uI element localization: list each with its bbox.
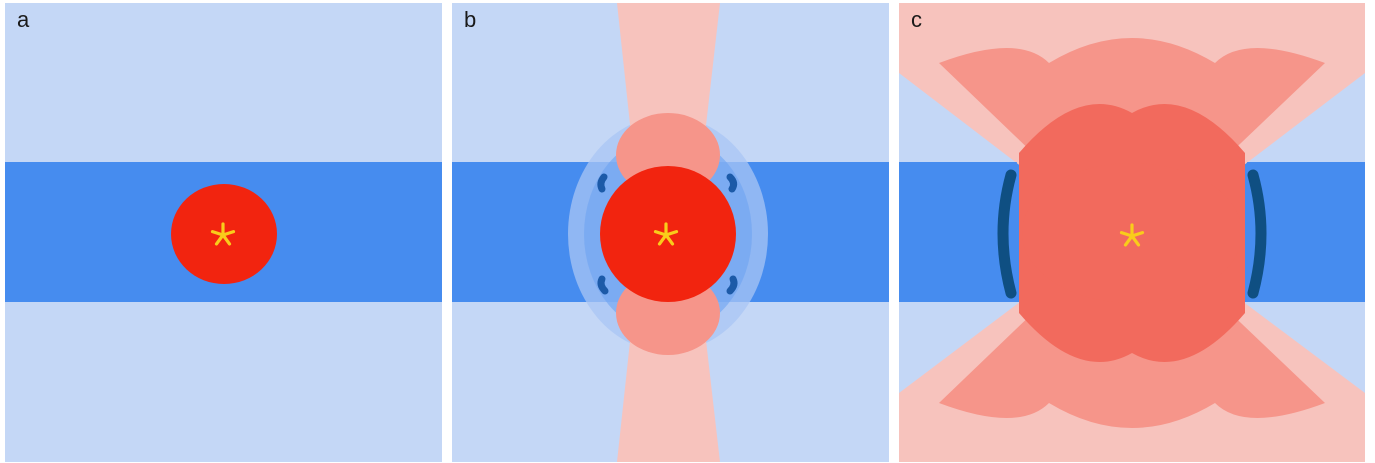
panel-b-diagram <box>452 3 889 462</box>
panel-c-diagram <box>899 3 1365 462</box>
arc-top-right <box>726 173 738 193</box>
asterisk-star-icon <box>210 222 236 246</box>
panel-a-diagram <box>5 3 442 462</box>
lower-pale-lobe <box>617 323 720 462</box>
panel-label-c: c <box>911 7 922 32</box>
arc-bottom-right <box>726 275 738 295</box>
panel-a: a <box>5 3 442 462</box>
panel-label-a: a <box>17 7 30 32</box>
panel-label-b: b <box>464 7 477 32</box>
right-navy-arc <box>1247 169 1267 299</box>
arc-bottom-left <box>597 275 609 295</box>
left-navy-arc <box>997 169 1017 299</box>
panel-b: b <box>452 3 889 462</box>
asterisk-star-icon <box>653 222 679 246</box>
asterisk-star-icon <box>1119 223 1145 247</box>
upper-pale-lobe <box>617 3 720 143</box>
arc-top-left <box>597 173 608 193</box>
panel-c: c <box>899 3 1365 462</box>
